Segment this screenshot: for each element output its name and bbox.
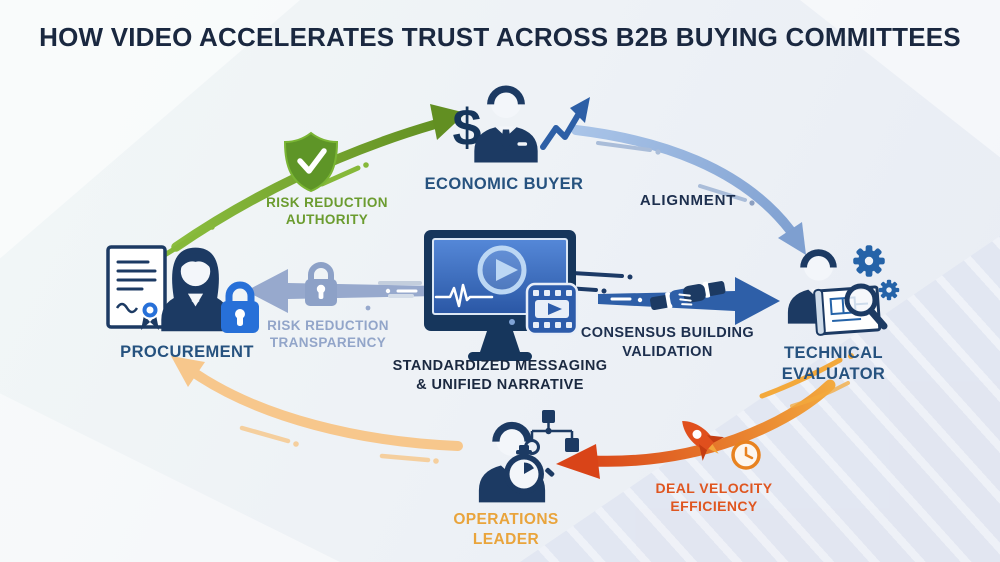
clock-icon [731,440,761,470]
video-hub-label: STANDARDIZED MESSAGING & UNIFIED NARRATI… [392,358,608,393]
efficiency-return-arrow [171,356,463,464]
flowchart-icon [524,410,579,455]
consensus-building-label: CONSENSUS BUILDING VALIDATION [580,325,755,360]
risk-reduction-authority-label: RISK REDUCTION AUTHORITY [266,195,388,228]
lock-icon [305,262,337,306]
procurement-icon [106,245,259,333]
page-title: HOW VIDEO ACCELERATES TRUST ACROSS B2B B… [39,22,961,52]
stopwatch-icon [504,445,555,494]
operations-leader-icon [478,410,579,503]
video-monitor-icon [378,230,576,361]
film-strip-icon [525,282,579,336]
blueprint-icon [813,285,882,336]
technical-evaluator-icon [787,245,900,336]
shield-check-icon [283,131,339,193]
magnifier-icon [844,283,888,330]
alignment-label: ALIGNMENT [639,192,737,209]
economic-buyer-label: ECONOMIC BUYER [424,175,584,193]
procurement-label: PROCUREMENT [120,343,254,361]
technical-evaluator-label: TECHNICAL EVALUATOR [781,344,886,384]
padlock-icon [221,281,259,333]
deal-velocity-label: DEAL VELOCITY EFFICIENCY [655,480,773,514]
trend-up-icon [540,97,590,150]
economic-buyer-icon: $ [453,85,590,163]
operations-leader-label: OPERATIONS LEADER [453,511,559,548]
handshake-icon [650,281,726,311]
certificate-icon [106,245,167,330]
risk-reduction-transparency-label: RISK REDUCTION TRANSPARENCY [267,318,389,351]
alignment-arrow [571,125,806,255]
gears-icon [853,245,885,277]
deal-velocity-arrow [556,353,854,479]
